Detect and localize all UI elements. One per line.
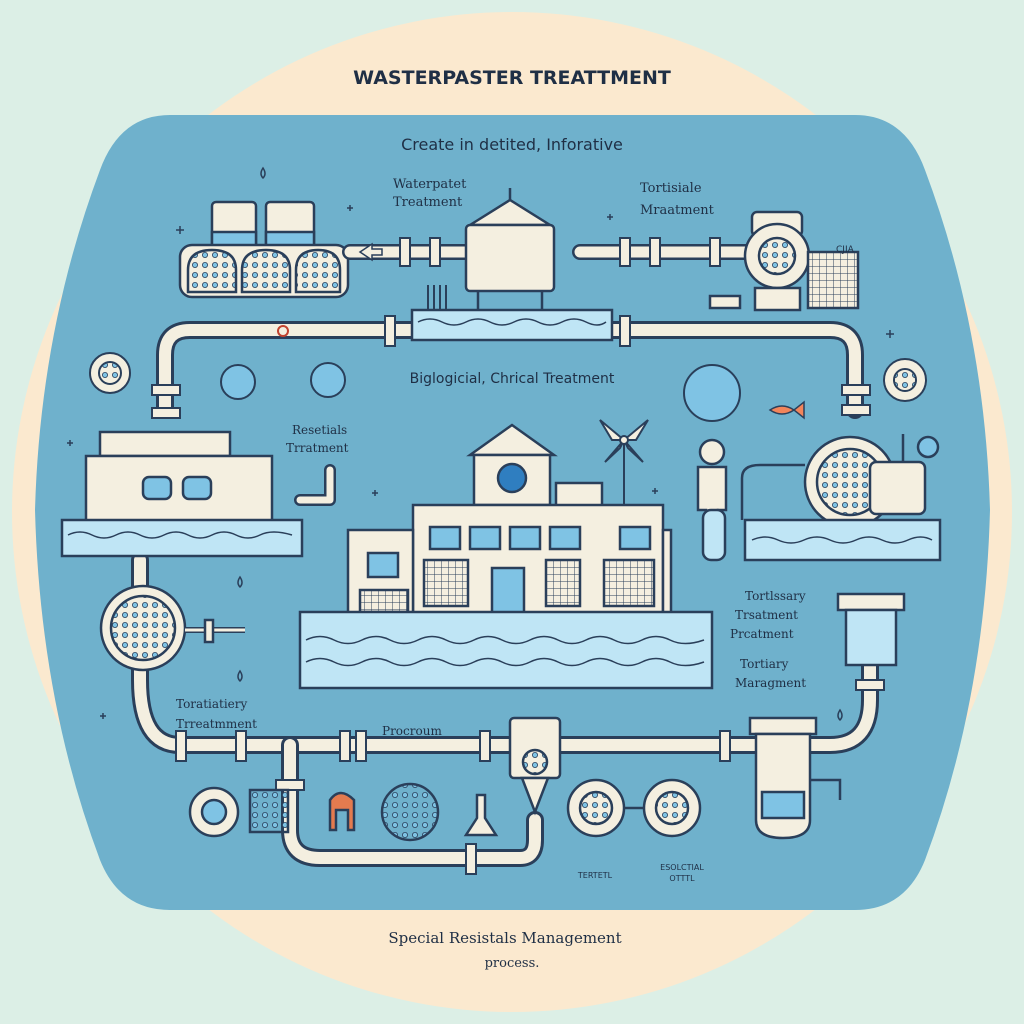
label-left-mid-1: Resetials — [292, 423, 347, 437]
label-bottom-small2-2: OTTTL — [669, 874, 695, 883]
label-top-right-1: Tortisiale — [640, 181, 702, 196]
left-bubbles — [89, 352, 927, 422]
bottom-components — [188, 716, 702, 842]
top-left-tanks — [178, 200, 350, 299]
footer-line2: process. — [485, 956, 540, 971]
left-filter — [99, 584, 245, 672]
pipe-flanges — [151, 237, 885, 875]
label-right-lower-1: Tortlssary — [745, 589, 806, 603]
fish-icon — [768, 400, 805, 420]
flow-valve — [277, 325, 289, 337]
left-clarifier — [60, 430, 304, 558]
worker-figure — [696, 438, 728, 562]
windmill — [599, 419, 649, 505]
label-right-lower-2: Trsatment — [735, 608, 798, 622]
silo-flow-lines — [427, 285, 447, 310]
flow-arrow-icon — [358, 242, 383, 262]
label-top-left-1: Waterpatet — [393, 177, 467, 192]
label-top-left-2: Treatment — [393, 195, 463, 210]
top-silo — [410, 188, 614, 342]
label-right-lower2-1: Tortiary — [740, 657, 789, 671]
diagram-title: WASTERPASTER TREATTMENT — [353, 67, 671, 89]
label-left-lower-2: Trreatmment — [176, 717, 257, 731]
label-left-lower-1: Toratiatiery — [176, 697, 248, 711]
right-digester — [740, 434, 942, 562]
label-right-lower2-2: Maragment — [735, 676, 806, 690]
diagram-subtitle: Create in detited, Inforative — [401, 135, 623, 154]
label-procoum: Procroum — [382, 724, 442, 738]
label-top-right-2: Mraatment — [640, 203, 715, 218]
footer-line1: Special Resistals Management — [388, 929, 621, 947]
label-center: Biglogicial, Chrical Treatment — [410, 371, 615, 387]
label-right-lower-3: Prcatment — [730, 627, 794, 641]
top-right-pump — [708, 210, 860, 312]
decorative-sparkles — [67, 166, 894, 722]
label-left-mid-2: Trratment — [286, 441, 349, 455]
label-bottom-small2-1: ESOLCTIAL — [660, 863, 704, 872]
label-bottom-small1: TERTETL — [577, 871, 613, 880]
right-column-tank — [748, 592, 906, 840]
label-small-right: CJIA — [836, 245, 855, 255]
central-basin — [298, 610, 714, 690]
